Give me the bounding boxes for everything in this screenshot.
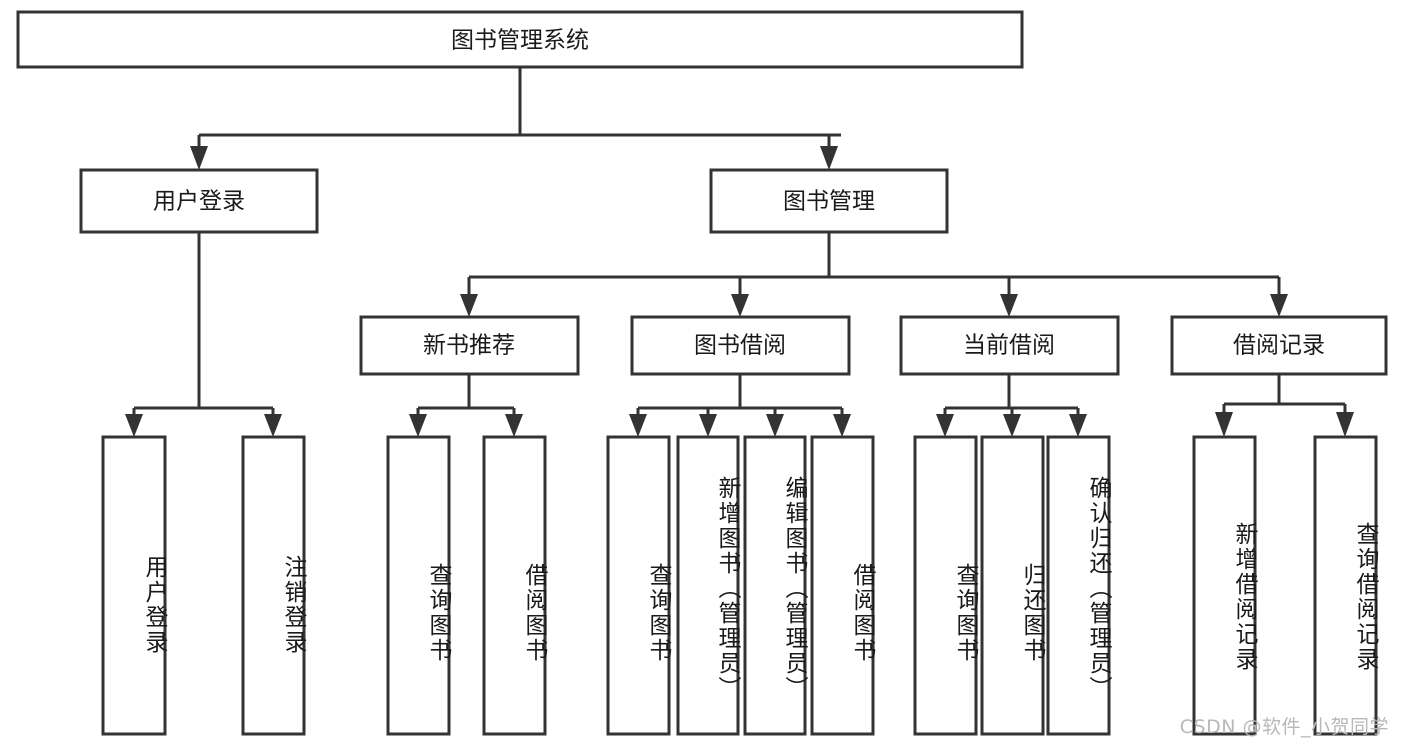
arrowhead-leaf-logout (264, 414, 282, 437)
arrowhead-cb-leaf3 (1069, 414, 1087, 437)
leaf-box-add-book-admin[interactable] (676, 435, 740, 736)
node-new-book-recommend-box[interactable] (359, 315, 580, 376)
node-current-borrow-label: 当前借阅 (963, 333, 1055, 359)
leaf-box-query-borrow-record[interactable] (1313, 435, 1378, 736)
node-borrow-record-box[interactable] (1170, 315, 1388, 376)
csdn-watermark: CSDN @软件_小贺同学 (1179, 716, 1389, 738)
arrowhead-bb-leaf2 (699, 414, 717, 437)
node-book-management-box[interactable] (709, 168, 949, 234)
node-current-borrow-box[interactable] (899, 315, 1120, 376)
arrowhead-user-login (190, 146, 208, 170)
leaf-box-user-login[interactable] (101, 435, 167, 736)
node-book-borrow-box[interactable] (630, 315, 851, 376)
connector-group-book-mgmt-to-level3 (460, 232, 1288, 317)
node-borrow-record-label: 借阅记录 (1233, 333, 1325, 359)
node-current-borrow[interactable]: 当前借阅 (899, 315, 1120, 376)
connector-group-new-book-to-leaves (409, 374, 523, 437)
arrowhead-br-leaf2 (1336, 412, 1354, 437)
arrowhead-bb-leaf4 (833, 414, 851, 437)
node-root-book-management-system[interactable]: 图书管理系统 (16, 10, 1024, 69)
leaf-box-query-book-bb[interactable] (606, 435, 671, 736)
leaf-box-query-book-nb[interactable] (386, 435, 451, 736)
node-book-borrow-label: 图书借阅 (694, 333, 786, 359)
connector-group-borrow-record-to-leaves (1215, 374, 1354, 437)
arrowhead-bb-leaf3 (766, 414, 784, 437)
node-book-borrow[interactable]: 图书借阅 (630, 315, 851, 376)
arrowhead-book-mgmt (820, 146, 838, 170)
leaf-box-borrow-book-bb[interactable] (810, 435, 875, 736)
arrowhead-nb-leaf1 (409, 414, 427, 437)
connector-group-user-login-to-leaves (125, 232, 282, 437)
leaf-box-query-book-cb[interactable] (913, 435, 978, 736)
node-borrow-record[interactable]: 借阅记录 (1170, 315, 1388, 376)
arrowhead-borrow-record (1270, 294, 1288, 317)
leaf-box-confirm-return-admin[interactable] (1046, 435, 1111, 736)
leaf-box-return-book[interactable] (980, 435, 1045, 736)
node-user-login-box[interactable] (79, 168, 319, 234)
arrowhead-br-leaf1 (1215, 412, 1233, 437)
arrowhead-cb-leaf2 (1003, 414, 1021, 437)
node-new-book-recommend[interactable]: 新书推荐 (359, 315, 580, 376)
leaf-box-edit-book-admin[interactable] (743, 435, 807, 736)
node-root-box[interactable] (16, 10, 1024, 69)
node-root-label: 图书管理系统 (451, 28, 589, 54)
leaf-box-add-borrow-record[interactable] (1192, 435, 1257, 736)
node-user-login-label: 用户登录 (153, 189, 245, 215)
arrowhead-nb-leaf2 (505, 414, 523, 437)
leaf-box-borrow-book-nb[interactable] (482, 435, 547, 736)
connector-group-book-borrow-to-leaves (629, 374, 851, 437)
node-user-login[interactable]: 用户登录 (79, 168, 319, 234)
arrowhead-bb-leaf1 (629, 414, 647, 437)
arrowhead-cb-leaf1 (936, 414, 954, 437)
connector-group-root-to-level2 (190, 67, 841, 170)
arrowhead-current-borrow (1000, 294, 1018, 317)
leaf-box-logout[interactable] (241, 435, 306, 736)
node-book-management[interactable]: 图书管理 (709, 168, 949, 234)
connector-group-current-borrow-to-leaves (936, 374, 1087, 437)
arrowhead-new-book (460, 294, 478, 317)
arrowhead-leaf-user-login (125, 414, 143, 437)
arrowhead-book-borrow (731, 294, 749, 317)
node-new-book-recommend-label: 新书推荐 (423, 333, 515, 359)
node-book-management-label: 图书管理 (783, 189, 875, 215)
